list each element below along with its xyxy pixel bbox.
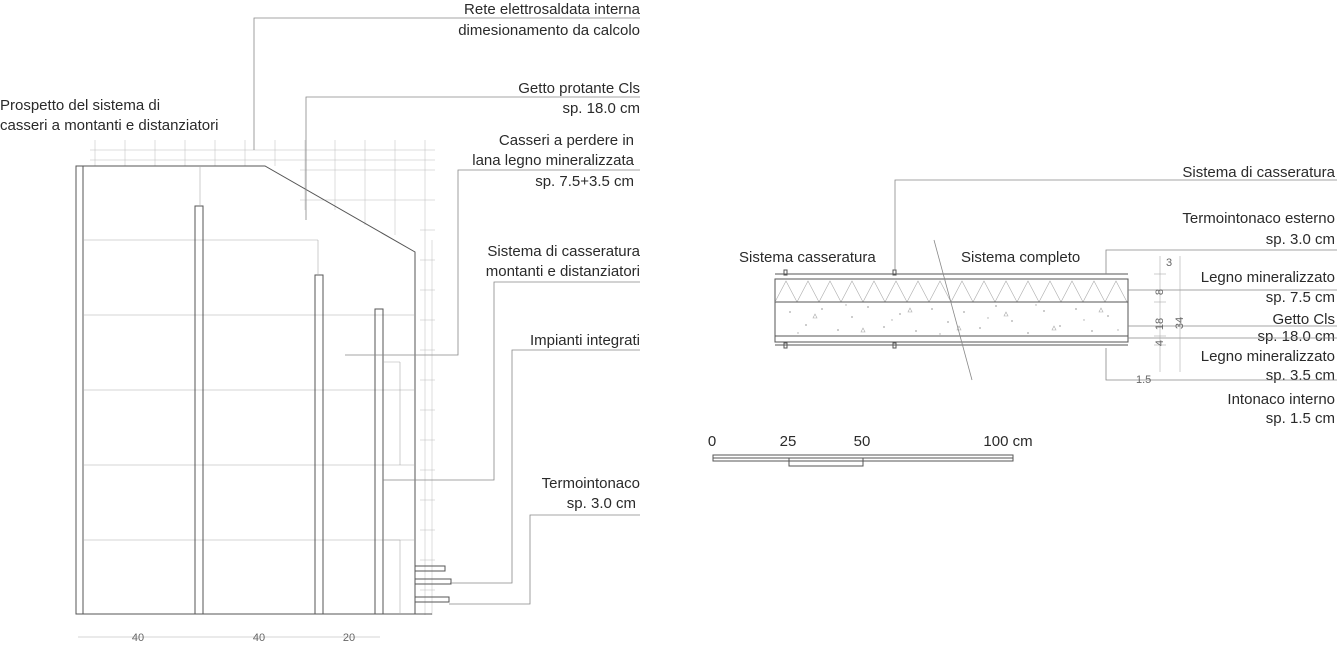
callout-forms: lana legno mineralizzata: [472, 152, 634, 169]
course-lines: [83, 239, 415, 541]
callout-concrete: Getto Cls: [1272, 311, 1335, 328]
callout-concrete: sp. 18.0 cm: [1257, 328, 1335, 345]
dim-label: 40: [253, 632, 265, 644]
dim-label: 20: [343, 632, 355, 644]
end-post: [75, 165, 84, 615]
elevation-drawing: 40 40 20 Prospetto del sistema di casser…: [0, 97, 452, 644]
callout-plants: Impianti integrati: [530, 332, 640, 349]
scale-tick-label: 0: [708, 433, 716, 450]
callout-thermo: sp. 3.0 cm: [567, 495, 636, 512]
formwork-ties: [783, 269, 897, 349]
callout-wood-outer: Legno mineralizzato: [1201, 269, 1335, 286]
dim-label: 40: [132, 632, 144, 644]
callout-ext-plaster: Termointonaco esterno: [1182, 210, 1335, 227]
scale-tick-label: 25: [780, 433, 797, 450]
section-drawing: Sistema casseratura Sistema completo Sis…: [739, 164, 1337, 427]
elevation-dimensions: 40 40 20: [78, 632, 380, 644]
dim-label: 34: [1174, 317, 1186, 329]
dim-label: 8: [1154, 289, 1166, 295]
callout-wood-inner: Legno mineralizzato: [1201, 348, 1335, 365]
callout-pour: sp. 18.0 cm: [562, 100, 640, 117]
callout-system: Sistema di casseratura: [487, 243, 640, 260]
section-dimensions: 3 8 18 4 1.5 34: [1136, 256, 1186, 386]
callout-wood-outer: sp. 7.5 cm: [1266, 289, 1335, 306]
dim-label: 3: [1166, 257, 1172, 269]
callout-pour: Getto protante Cls: [518, 80, 640, 97]
scale-bar: 0 25 50 100 cm: [708, 433, 1033, 467]
elevation-title: Prospetto del sistema di: [0, 97, 160, 114]
callout-ext-plaster: sp. 3.0 cm: [1266, 231, 1335, 248]
wood-layer-inner: [774, 335, 1129, 343]
dim-label: 1.5: [1136, 374, 1151, 386]
callout-mesh: dimesionamento da calcolo: [458, 22, 640, 39]
callout-mesh: Rete elettrosaldata interna: [464, 1, 641, 18]
callout-forms: sp. 7.5+3.5 cm: [535, 173, 634, 190]
posts: [194, 205, 384, 615]
callout-forms: Casseri a perdere in: [499, 132, 634, 149]
section-label-complete: Sistema completo: [961, 249, 1080, 266]
callout-thermo: Termointonaco: [542, 475, 640, 492]
section-label-formwork: Sistema casseratura: [739, 249, 876, 266]
dim-label: 18: [1154, 318, 1166, 330]
mesh-grid: [90, 140, 435, 615]
elevation-callouts: Rete elettrosaldata interna dimesionamen…: [253, 1, 641, 605]
section-system-top: Sistema di casseratura: [1182, 164, 1335, 181]
scale-tick-label: 100 cm: [983, 433, 1032, 450]
section-cut-line: [933, 239, 973, 381]
callout-system: montanti e distanziatori: [486, 263, 640, 280]
concrete-core: [774, 301, 1129, 337]
elevation-title: casseri a montanti e distanziatori: [0, 117, 218, 134]
wood-zigzag: [774, 280, 1128, 303]
concrete-speckle: [789, 304, 1119, 335]
dim-label: 4: [1154, 340, 1166, 346]
scale-tick-label: 50: [854, 433, 871, 450]
callout-wood-inner: sp. 3.5 cm: [1266, 367, 1335, 384]
callout-int-plaster: sp. 1.5 cm: [1266, 410, 1335, 427]
callout-int-plaster: Intonaco interno: [1227, 391, 1335, 408]
concrete-aggregate: [812, 307, 1104, 333]
wood-layer-outer: [774, 278, 1129, 303]
plant-connectors: [414, 565, 452, 603]
